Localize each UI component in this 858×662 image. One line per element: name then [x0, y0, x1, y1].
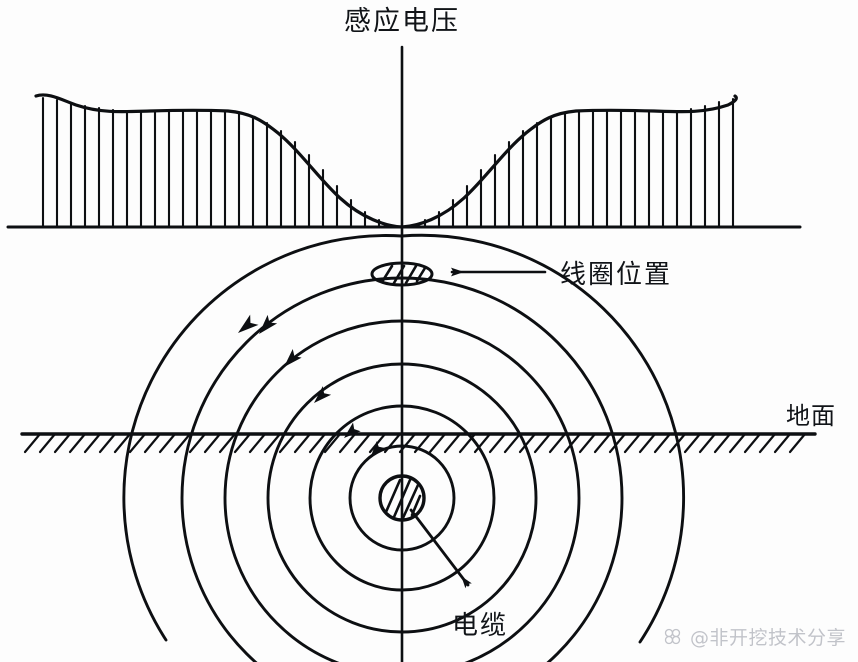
cable-pointer-arrow: [409, 508, 472, 589]
watermark: @非开挖技术分享: [662, 623, 846, 650]
ground-surface-label: 地面: [786, 402, 836, 430]
induced-voltage-curve: [34, 93, 738, 229]
magnetic-field-circles: [122, 233, 685, 662]
cable-label: 电缆: [452, 611, 508, 641]
page-title: 感应电压: [344, 6, 460, 37]
flower-logo-icon: [664, 628, 681, 645]
field-direction-arrows: [238, 314, 385, 456]
waveform-hatch-right: [411, 97, 735, 229]
ground-hatching: [23, 432, 807, 454]
waveform-hatch-left: [41, 96, 393, 229]
watermark-text: @非开挖技术分享: [689, 627, 846, 649]
coil-position-label: 线圈位置: [560, 260, 672, 290]
